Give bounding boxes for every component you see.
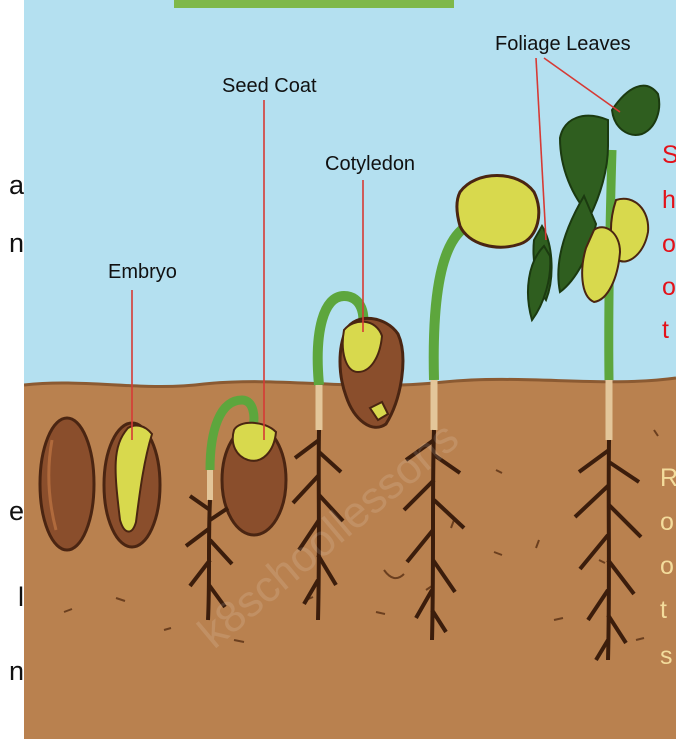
embryo-label: Embryo <box>108 261 177 283</box>
left-fragment-4: l <box>0 582 24 613</box>
seed-stage-1 <box>40 418 94 550</box>
top-green-strip <box>174 0 454 8</box>
left-fragment-3: e <box>0 496 24 527</box>
germination-illustration: Embryo Seed Coat Cotyledon Foliage Leave… <box>24 0 676 739</box>
shoot-letter-3: o <box>662 230 676 258</box>
roots-letter-3: o <box>660 552 674 580</box>
roots-letter-4: t <box>660 596 667 624</box>
seed-stage-2 <box>104 423 160 547</box>
shoot-letter-4: o <box>662 273 676 301</box>
shoot-letter-2: h <box>662 186 676 214</box>
foliage-leaves-label: Foliage Leaves <box>495 33 631 55</box>
seed-coat-label: Seed Coat <box>222 75 317 97</box>
left-fragment-5: n <box>0 656 24 687</box>
shoot-letter-1: S <box>662 141 676 169</box>
shoot-letter-5: t <box>662 316 669 344</box>
left-fragment-1: a <box>0 170 24 201</box>
roots-letter-2: o <box>660 508 674 536</box>
cotyledon-label: Cotyledon <box>325 153 415 175</box>
left-fragment-2: n <box>0 228 24 259</box>
roots-letter-1: R <box>660 464 676 492</box>
roots-letter-5: s <box>660 642 673 670</box>
germination-diagram: Embryo Seed Coat Cotyledon Foliage Leave… <box>24 0 676 739</box>
